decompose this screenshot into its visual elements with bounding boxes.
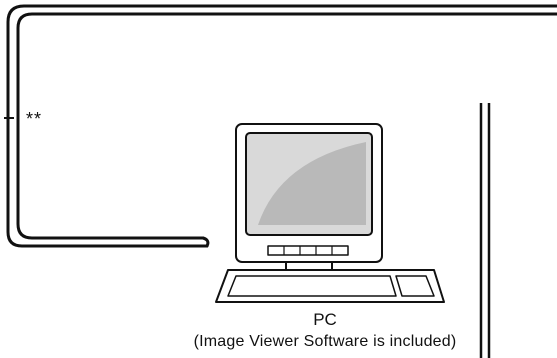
right-divider [479, 103, 491, 358]
monitor-button-strip [267, 245, 349, 256]
cable-loop [6, 4, 557, 248]
mouse-pad [395, 275, 435, 297]
cable-end-cap [201, 236, 210, 248]
keyboard-area [227, 275, 397, 297]
asterisk-note: ** [26, 109, 43, 129]
monitor-buttons [283, 246, 333, 255]
screen-curve-graphic [258, 142, 366, 225]
monitor-stand [285, 262, 333, 270]
pc-subtitle: (Image Viewer Software is included) [193, 333, 457, 350]
keyboard-base [215, 269, 445, 303]
cable-inner-line [16, 12, 557, 240]
pc-title: PC [313, 310, 337, 329]
cable-outer-line [6, 4, 557, 248]
desktop-pc-icon [215, 123, 445, 303]
